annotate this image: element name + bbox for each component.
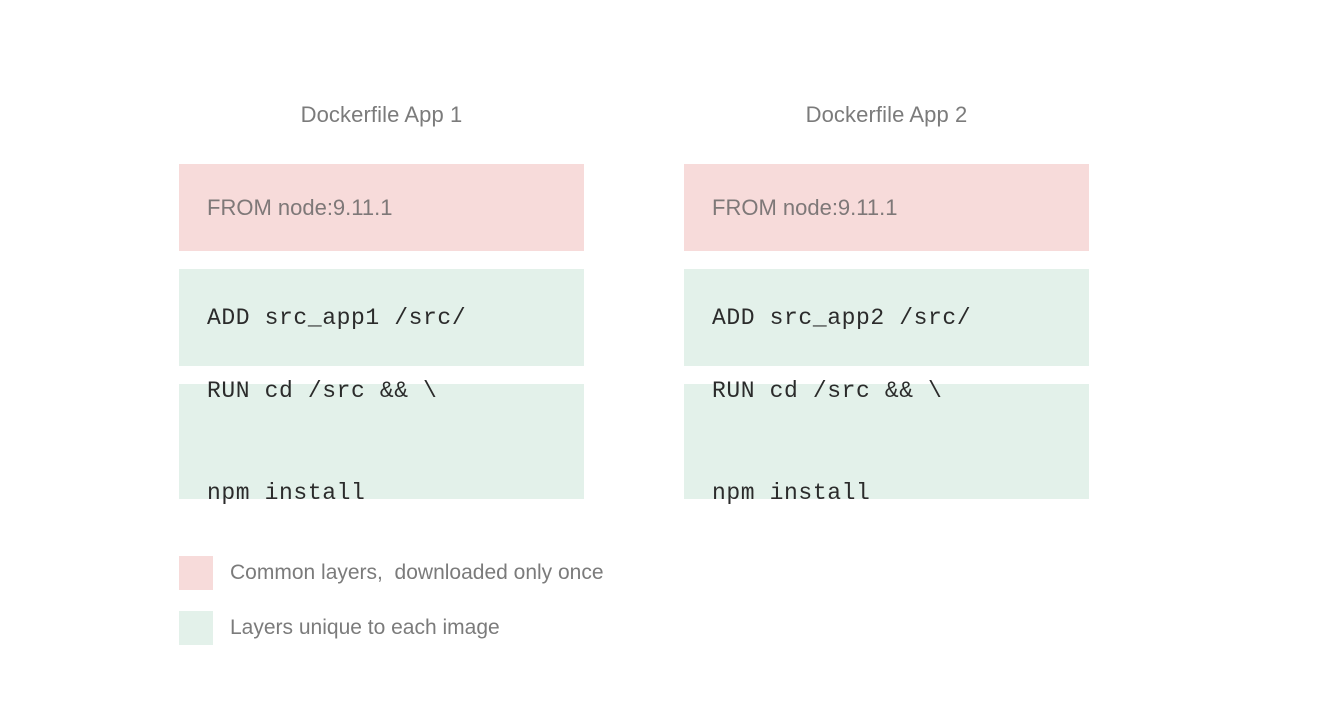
layer-box-add-app-1: ADD src_app1 /src/ (179, 269, 584, 366)
layer-box-from-app-1: FROM node:9.11.1 (179, 164, 584, 251)
layer-code-from-app-1: FROM node:9.11.1 (207, 194, 393, 220)
layer-code-from-app-2: FROM node:9.11.1 (712, 194, 898, 220)
layer-code-run-app-1-line-1: RUN cd /src && \ (207, 377, 438, 404)
layer-box-run-app-2: RUN cd /src && \ npm install (684, 378, 1089, 506)
column-title-app-1: Dockerfile App 1 (300, 102, 463, 127)
legend-swatch-unique-icon (179, 611, 213, 645)
column-title-app-2: Dockerfile App 2 (805, 102, 968, 127)
layer-code-run-app-2-line-2: npm install (712, 479, 871, 506)
layer-code-run-app-2-line-1: RUN cd /src && \ (712, 377, 943, 404)
legend-swatch-common-icon (179, 556, 213, 590)
legend-item-common-layers: Common layers, downloaded only once (179, 556, 604, 590)
layer-box-add-app-2: ADD src_app2 /src/ (684, 269, 1089, 366)
legend-label-unique-layers: Layers unique to each image (230, 616, 500, 639)
layer-code-add-app-2: ADD src_app2 /src/ (712, 304, 972, 331)
layer-code-run-app-1-line-2: npm install (207, 479, 366, 506)
legend-label-common-layers: Common layers, downloaded only once (230, 561, 604, 584)
layer-code-run-app-1: RUN cd /src && \ npm install (207, 306, 584, 578)
layer-box-from-app-2: FROM node:9.11.1 (684, 164, 1089, 251)
layer-box-run-app-1: RUN cd /src && \ npm install (179, 378, 584, 506)
layer-code-add-app-1: ADD src_app1 /src/ (207, 304, 467, 331)
layer-code-run-app-2: RUN cd /src && \ npm install (712, 306, 1089, 578)
legend-item-unique-layers: Layers unique to each image (179, 611, 500, 645)
